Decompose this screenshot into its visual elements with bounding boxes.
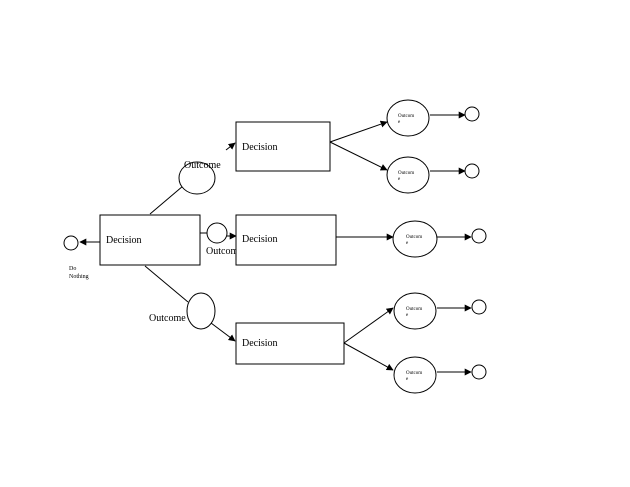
top-decision-label: Decision (242, 142, 278, 153)
top-outcome-1-node (386, 99, 430, 137)
middle-outcome-1-label-line-2: e (406, 241, 409, 246)
middle-terminal-node (471, 228, 487, 244)
bottom-outcome-1-node (393, 292, 437, 330)
bottom-outcome-2-label-line-2: e (406, 377, 409, 382)
bottom-terminal-2-node (471, 364, 487, 380)
top-outcome-to-decision-edge (225, 142, 236, 151)
middle-decision-label: Decision (242, 234, 278, 245)
top-decision-to-outcome-1-edge (329, 120, 388, 143)
middle-outcome-label: Outcome (206, 246, 243, 257)
top-outcome-2-node (386, 156, 430, 194)
bottom-outcome-node (186, 292, 216, 330)
top-outcome-1-label-line-2: e (398, 120, 401, 125)
do-nothing-label-line-1: Do (69, 266, 76, 272)
top-outcome-label: Outcome (184, 160, 221, 171)
bottom-decision-box (235, 322, 345, 365)
bottom-outcome-to-decision-edge (210, 322, 236, 342)
bottom-terminal-1-node (471, 299, 487, 315)
root-decision-box (99, 214, 201, 266)
bottom-decision-to-outcome-1-edge (343, 307, 394, 344)
bottom-outcome-2-label-line-1: Outcom (406, 371, 422, 376)
top-outcome-2-label-line-2: e (398, 177, 401, 182)
middle-outcome-node (206, 222, 228, 244)
top-terminal-1-node (464, 106, 480, 122)
middle-decision-box (235, 214, 337, 266)
bottom-decision-label: Decision (242, 338, 278, 349)
do-nothing-terminal-node (63, 235, 79, 251)
top-outcome-node (178, 161, 216, 195)
top-outcome-2-label-line-1: Outcom (398, 171, 414, 176)
top-decision-to-outcome-2-edge (329, 141, 388, 171)
top-terminal-2-node (464, 163, 480, 179)
root-to-top-outcome-edge (149, 185, 184, 215)
bottom-outcome-1-label-line-1: Outcom (406, 307, 422, 312)
top-decision-box (235, 121, 331, 172)
root-to-bottom-outcome-edge (144, 265, 189, 303)
middle-outcome-1-node (392, 220, 438, 258)
do-nothing-label-line-2: Nothing (69, 274, 89, 280)
bottom-outcome-label: Outcome (149, 313, 186, 324)
top-outcome-1-label-line-1: Outcom (398, 114, 414, 119)
bottom-outcome-1-label-line-2: e (406, 313, 409, 318)
bottom-outcome-2-node (393, 356, 437, 394)
middle-outcome-1-label-line-1: Outcom (406, 235, 422, 240)
root-decision-label: Decision (106, 235, 142, 246)
bottom-decision-to-outcome-2-edge (343, 342, 394, 371)
